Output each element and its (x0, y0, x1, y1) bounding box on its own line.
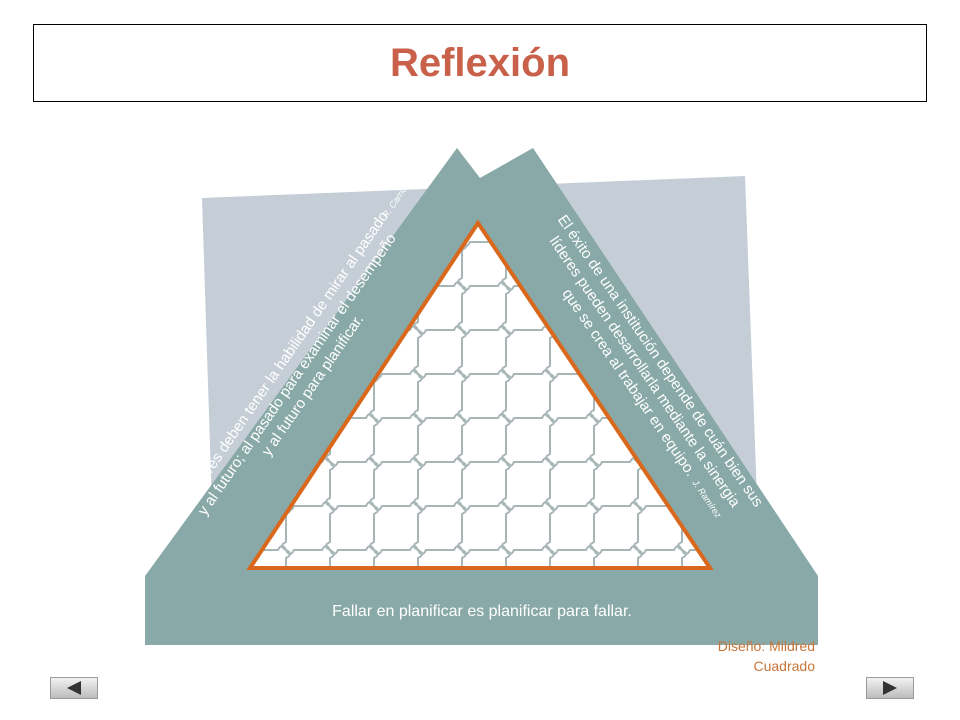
designer-line2: Cuadrado (753, 658, 816, 674)
previous-slide-button[interactable] (50, 677, 98, 699)
bottom-quote: Fallar en planificar es planificar para … (332, 603, 632, 620)
orange-outline (246, 219, 714, 570)
triangle-left-icon (67, 681, 81, 695)
triangle-right-icon (883, 681, 897, 695)
designer-credit: Diseño: Mildred Cuadrado (640, 636, 815, 676)
slide-title: Reflexión (389, 40, 571, 85)
puzzle-pattern (250, 223, 710, 568)
title-box: Reflexión (33, 24, 927, 102)
designer-line1: Diseño: Mildred (717, 638, 815, 654)
next-slide-button[interactable] (866, 677, 914, 699)
